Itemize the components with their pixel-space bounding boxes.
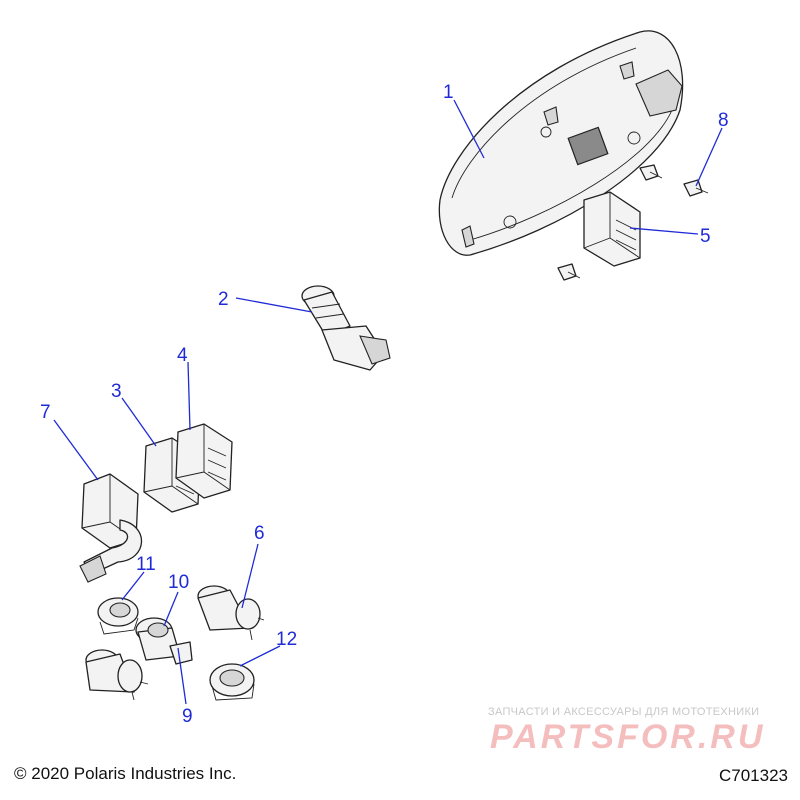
callout-3: 3: [111, 381, 122, 402]
callout-8: 8: [718, 110, 729, 131]
leader-line-5: [629, 227, 699, 235]
copyright-text: © 2020 Polaris Industries Inc.: [14, 764, 237, 783]
leader-line-9: [177, 647, 187, 705]
leader-line-8: [695, 127, 723, 187]
callouts: 1 2 3 4 5 6 7 8 9 10 11 12: [40, 82, 729, 727]
watermark-caption: ЗАПЧАСТИ И АКСЕССУАРЫ ДЛЯ МОТОТЕХНИКИ: [488, 706, 760, 718]
callout-10: 10: [168, 572, 189, 593]
leader-line-10: [163, 591, 179, 627]
leader-line-7: [53, 419, 99, 481]
callout-5: 5: [700, 226, 711, 247]
callout-12: 12: [276, 629, 297, 650]
leader-line-3: [121, 397, 157, 447]
callout-6: 6: [254, 523, 265, 544]
callout-11: 11: [136, 554, 156, 575]
socket-part: [135, 617, 193, 665]
leader-line-12: [239, 645, 281, 667]
instrument-cluster-part: [438, 30, 684, 256]
leader-line-4: [187, 361, 191, 431]
callout-4: 4: [177, 345, 188, 366]
bulb-housing-6-part: [197, 585, 265, 641]
leader-line-2: [235, 297, 313, 313]
callout-1: 1: [443, 82, 454, 103]
drawing-number: C701323: [718, 766, 788, 785]
callout-9: 9: [182, 706, 193, 727]
locking-ring-part: [209, 663, 255, 701]
switch-connector-4-part: [175, 423, 233, 499]
connector-block-5-part: [583, 191, 641, 267]
bulb-housing-lower-part: [85, 649, 149, 701]
leader-line-6: [241, 543, 259, 609]
watermark-logo: PARTSFOR.RU: [490, 718, 766, 756]
leader-lines: [53, 99, 723, 705]
callout-2: 2: [218, 289, 229, 310]
leader-line-1: [453, 99, 485, 159]
harness-connector-part: [79, 473, 143, 583]
callout-7: 7: [40, 402, 51, 423]
ignition-switch-part: [301, 285, 391, 371]
leader-line-11: [121, 571, 145, 601]
bezel-ring-part: [97, 597, 139, 635]
